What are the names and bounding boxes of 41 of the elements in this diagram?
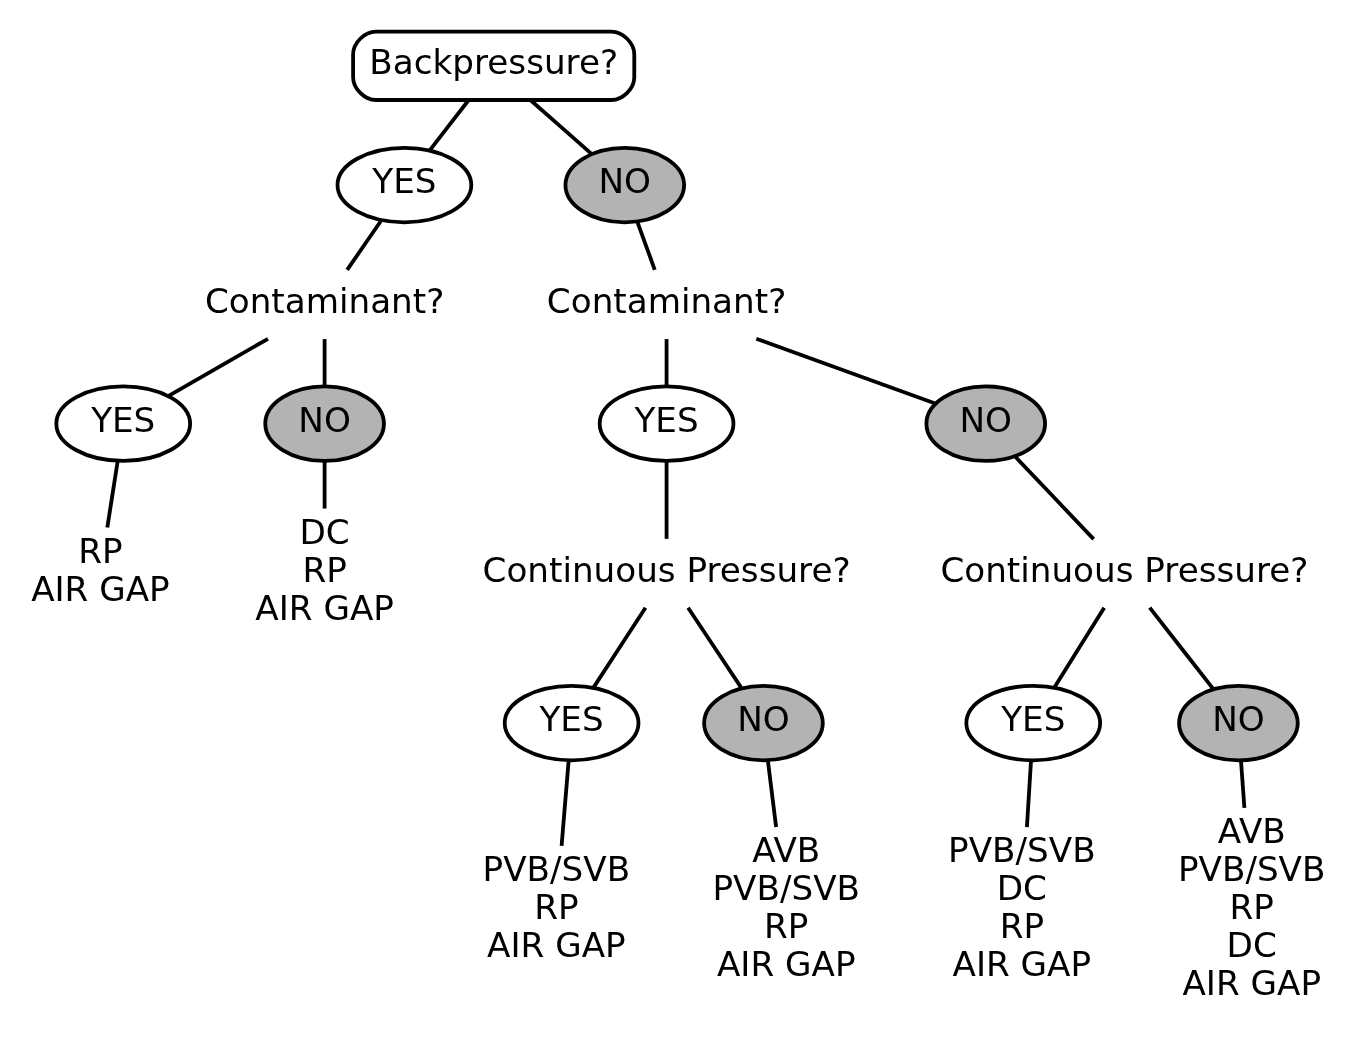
node-text: Contaminant?: [546, 280, 787, 321]
node-ellipse: NO: [1177, 683, 1300, 763]
connector: [105, 461, 120, 528]
connector: [664, 339, 669, 386]
connector: [755, 337, 936, 406]
node-text: PVB/SVB RP AIR GAP: [482, 849, 631, 966]
node-text: RP AIR GAP: [31, 530, 170, 609]
connector: [592, 606, 648, 689]
connector: [1013, 455, 1095, 541]
connector: [686, 606, 743, 689]
node-ellipse: YES: [597, 384, 736, 463]
connector: [322, 461, 327, 509]
node-ellipse: YES: [54, 384, 192, 463]
connector: [559, 761, 571, 846]
node-ellipse: NO: [263, 384, 386, 463]
node-ellipse: YES: [964, 683, 1103, 763]
connector: [1025, 761, 1033, 828]
connector: [766, 761, 778, 828]
connector: [322, 339, 327, 386]
node-box: Backpressure?: [351, 29, 637, 102]
connector: [1239, 761, 1247, 808]
connector: [345, 219, 383, 271]
connector: [529, 99, 593, 156]
connector: [167, 337, 269, 398]
node-text: Continuous Pressure?: [940, 549, 1309, 590]
node-ellipse: YES: [335, 145, 474, 225]
connector: [635, 221, 657, 271]
node-ellipse: NO: [563, 145, 686, 225]
node-ellipse: NO: [702, 683, 825, 763]
node-text: AVB PVB/SVB RP AIR GAP: [712, 830, 861, 985]
node-text: DC RP AIR GAP: [255, 511, 394, 628]
node-text: AVB PVB/SVB RP DC AIR GAP: [1177, 811, 1326, 1004]
connector: [428, 99, 470, 152]
connector: [1148, 606, 1215, 691]
connector: [664, 461, 669, 539]
node-text: Contaminant?: [204, 280, 445, 321]
node-text: Continuous Pressure?: [482, 549, 851, 590]
node-ellipse: NO: [924, 384, 1047, 463]
connector: [1052, 606, 1106, 689]
node-text: PVB/SVB DC RP AIR GAP: [948, 830, 1096, 985]
node-ellipse: YES: [502, 683, 641, 763]
